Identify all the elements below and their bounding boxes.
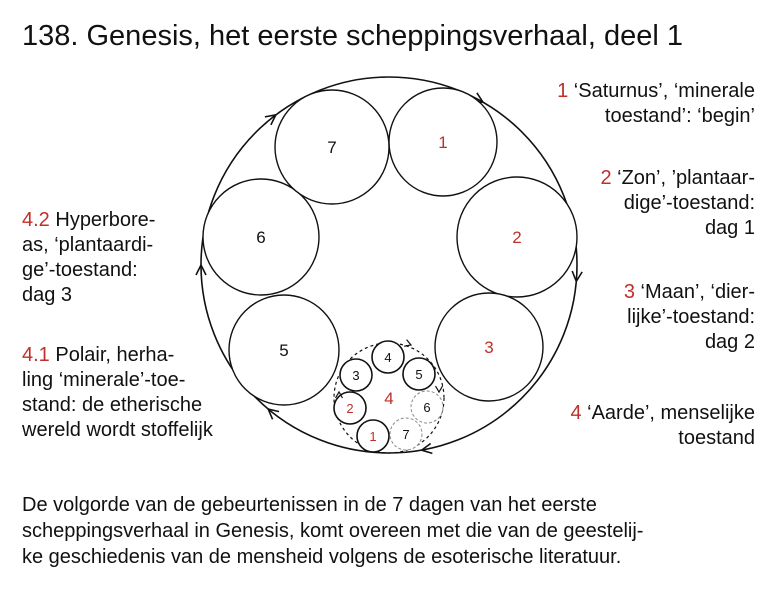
sub-phase-label: 4 bbox=[384, 350, 391, 365]
phase-circle-label: 2 bbox=[512, 228, 521, 247]
page-title: 138. Genesis, het eerste scheppingsverha… bbox=[22, 20, 683, 52]
sub-phase-circle-3 bbox=[339, 358, 373, 392]
label-number: 3 bbox=[623, 281, 635, 303]
phase-circle-label: 5 bbox=[279, 341, 288, 360]
cycle-arrow-icon bbox=[264, 113, 278, 126]
phase-circle-7 bbox=[274, 89, 390, 205]
label-polair: 4.1 Polair, herha- ling ‘minerale’-toe- … bbox=[22, 344, 213, 441]
sub-phase-label: 1 bbox=[369, 429, 376, 444]
phase-circle-label: 1 bbox=[438, 133, 447, 152]
sub-phase-circle-6 bbox=[410, 390, 444, 424]
phase-circle-3 bbox=[434, 292, 544, 402]
label-hyperboreas: 4.2 Hyperbore- as, ‘plantaardi- ge’-toes… bbox=[22, 209, 156, 306]
sub-phase-circle-1 bbox=[356, 419, 390, 453]
sub-phase-circle-5 bbox=[402, 357, 436, 391]
label-number: 4.1 bbox=[22, 344, 50, 366]
phase-circle-2 bbox=[456, 176, 578, 298]
label-number: 4 bbox=[570, 402, 582, 424]
phase-circle-label: 7 bbox=[327, 138, 336, 157]
phase-circle-5 bbox=[228, 294, 340, 406]
sub-phase-label: 3 bbox=[352, 368, 359, 383]
label-number: 1 bbox=[557, 80, 569, 102]
label-saturnus: 1 ‘Saturnus’, ‘minerale toestand’: ‘begi… bbox=[557, 80, 755, 127]
cycle-arrow-icon bbox=[195, 263, 207, 276]
label-number: 4.2 bbox=[22, 209, 50, 231]
sub-phase-circle-7 bbox=[389, 417, 423, 451]
phase-circle-label: 3 bbox=[484, 338, 493, 357]
sub-cycle-arrow-icon bbox=[334, 390, 344, 399]
cycle-arrow-icon bbox=[266, 407, 280, 420]
phase-circle-label: 6 bbox=[256, 228, 265, 247]
sub-phase-label: 7 bbox=[402, 427, 409, 442]
cycle-arrow-icon bbox=[571, 270, 583, 284]
caption: De volgorde van de gebeurtenissen in de … bbox=[22, 494, 644, 568]
label-maan: 3 ‘Maan’, ‘dier- lijke’-toestand: dag 2 bbox=[623, 281, 755, 353]
sub-phase-label: 5 bbox=[415, 367, 422, 382]
label-aarde: 4 ‘Aarde’, menselijke toestand bbox=[570, 402, 755, 449]
sub-phase-circle-4 bbox=[371, 340, 405, 374]
label-number: 2 bbox=[600, 167, 612, 189]
label-zon: 2 ‘Zon’, ’plantaar- dige’-toestand: dag … bbox=[600, 167, 755, 239]
sub-cycle-arrow-icon bbox=[404, 339, 413, 347]
sub-phase-circle-2 bbox=[333, 391, 367, 425]
sub-phase-label: 2 bbox=[346, 401, 353, 416]
earth-phase-label: 4 bbox=[384, 389, 393, 408]
cycle-arrow-icon bbox=[419, 442, 433, 455]
sub-phase-label: 6 bbox=[423, 400, 430, 415]
sub-cycle-arrow-icon bbox=[434, 385, 444, 394]
phase-circle-6 bbox=[202, 178, 320, 296]
